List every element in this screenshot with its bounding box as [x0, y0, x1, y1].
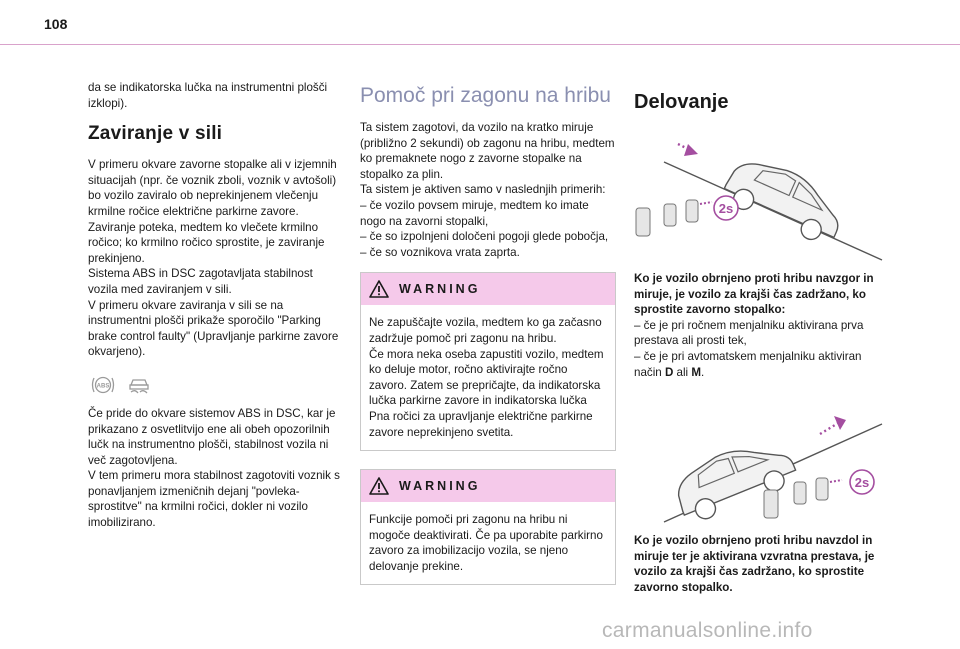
list-item: – če so izpolnjeni določeni pogoji glede… [360, 230, 609, 244]
warning-text: Ne zapuščajte vozila, medtem ko ga začas… [369, 316, 602, 345]
paragraph: Ta sistem je aktiven samo v naslednjih p… [360, 183, 606, 197]
dsc-icon [129, 379, 149, 394]
caption-uphill: Ko je vozilo obrnjeno proti hribu navzgo… [634, 271, 886, 380]
paragraph: Če pride do okvare sistemov ABS in DSC, … [88, 406, 336, 467]
warning-box: WARNING Funkcije pomoči pri zagonu na hr… [360, 469, 616, 586]
warning-header: WARNING [361, 470, 615, 503]
paragraph: V tem primeru mora stabilnost zagotoviti… [88, 469, 340, 530]
warning-body: Ne zapuščajte vozila, medtem ko ga začas… [361, 305, 615, 450]
warning-header: WARNING [361, 273, 615, 306]
illustration-downhill-car: 2s [663, 416, 883, 523]
caption-item: – če je pri ročnem menjalniku aktivirana… [634, 318, 864, 348]
paragraph: V primeru okvare zavorne stopalke ali v … [88, 158, 337, 218]
caption-downhill: Ko je vozilo obrnjeno proti hribu navzdo… [634, 533, 886, 595]
illustration-uphill-car: 2s [635, 142, 883, 261]
caption-item: – če je pri avtomatskem menjalniku aktiv… [634, 349, 862, 379]
pedal-icons [635, 199, 713, 237]
column-left: da se indikatorska lučka na instrumentni… [88, 80, 342, 531]
paragraph: Zaviranje poteka, medtem ko vlečete krmi… [88, 220, 325, 265]
intro-text: da se indikatorska lučka na instrumentni… [88, 81, 328, 110]
list-item: – če so voznikova vrata zaprta. [360, 245, 520, 259]
paragraph: Sistema ABS in DSC zagotavljata stabilno… [88, 267, 313, 296]
warning-triangle-icon [369, 477, 389, 495]
warning-box: WARNING Ne zapuščajte vozila, medtem ko … [360, 272, 616, 452]
caption-bold: Ko je vozilo obrnjeno proti hribu navzdo… [634, 534, 875, 594]
warning-text: Če mora neka oseba zapustiti vozilo, med… [369, 347, 604, 439]
warning-lamp-icons: ABS [90, 374, 342, 396]
header-rule [0, 44, 960, 45]
heading-hill-start-assist: Pomoč pri zagonu na hribu [360, 84, 611, 107]
heading-operation: Delovanje [634, 91, 729, 113]
warning-body: Funkcije pomoči pri zagonu na hribu ni m… [361, 502, 615, 584]
abs-icon: ABS [91, 376, 115, 394]
caption-bold: Ko je vozilo obrnjeno proti hribu navzgo… [634, 272, 874, 317]
column-right: Delovanje 2s Ko je vozilo obrnjeno proti… [634, 80, 886, 596]
timer-badge: 2s [719, 201, 733, 216]
svg-text:ABS: ABS [97, 384, 110, 390]
page-number: 108 [44, 16, 68, 32]
list-item: – če vozilo povsem miruje, medtem ko ima… [360, 198, 589, 228]
pedal-icons [763, 477, 843, 519]
column-middle: Pomoč pri zagonu na hribu Ta sistem zago… [360, 80, 616, 586]
warning-title: WARNING [399, 282, 481, 297]
heading-emergency-braking: Zaviranje v sili [88, 123, 223, 145]
paragraph: V primeru okvare zaviranja v sili se na … [88, 298, 339, 359]
warning-text: Funkcije pomoči pri zagonu na hribu ni m… [369, 513, 603, 573]
timer-badge: 2s [855, 475, 869, 490]
paragraph: Ta sistem zagotovi, da vozilo na kratko … [360, 121, 615, 181]
watermark: carmanualsonline.info [602, 619, 813, 642]
warning-triangle-icon [369, 280, 389, 299]
warning-title: WARNING [399, 479, 481, 494]
